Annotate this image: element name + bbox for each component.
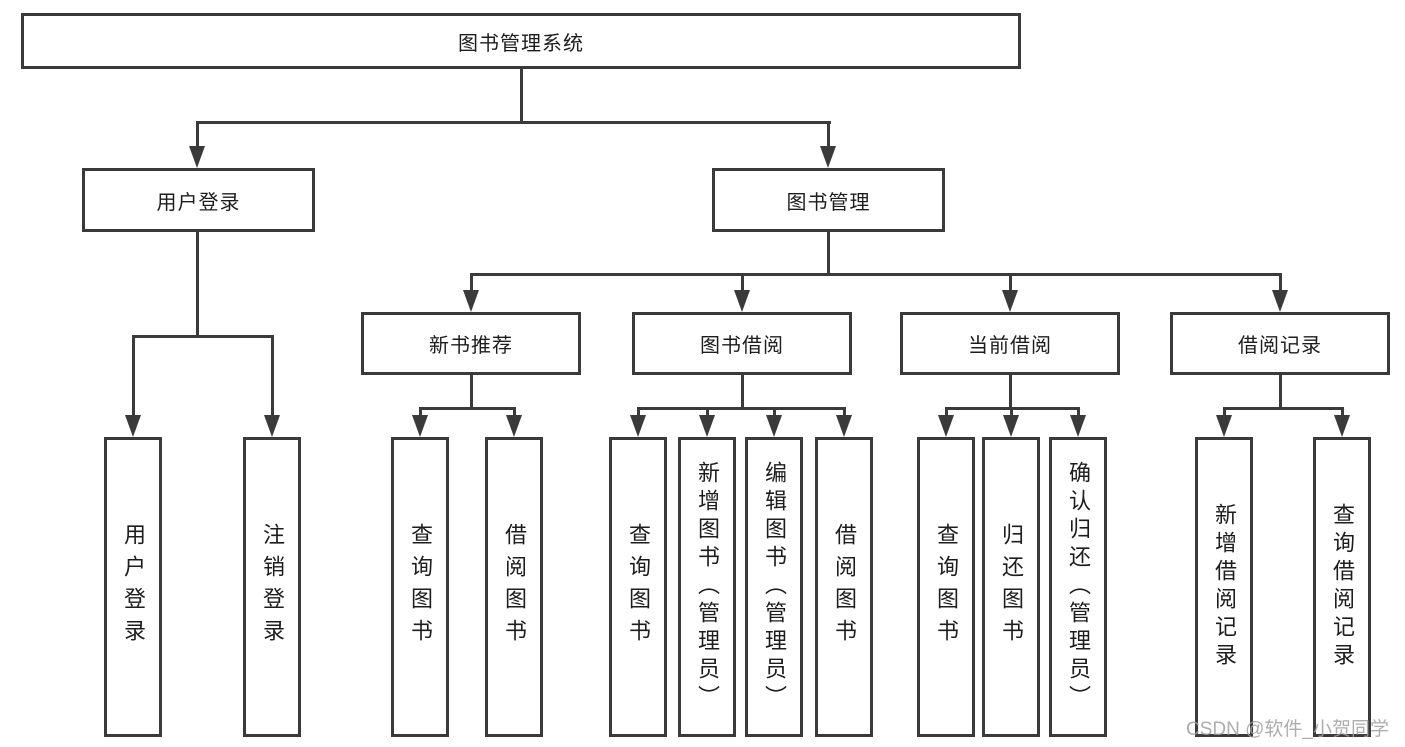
leaf-logout: 注销登录 <box>243 437 301 737</box>
arrow-down-icon <box>1216 415 1232 437</box>
arrow-down-icon <box>699 415 715 437</box>
edge-line <box>1076 407 1080 418</box>
edge-line <box>270 335 274 417</box>
arrow-down-icon <box>189 146 205 168</box>
edge-line <box>636 407 640 418</box>
node-new-book-recommend: 新书推荐 <box>361 312 581 375</box>
arrow-down-icon <box>938 415 954 437</box>
arrow-down-icon <box>1070 415 1086 437</box>
edge-line <box>636 407 846 410</box>
edge-line <box>1278 375 1282 407</box>
leaf-label: 查询借阅记录 <box>1330 503 1355 671</box>
edge-line <box>195 121 831 124</box>
leaf-return-books: 归还图书 <box>982 437 1040 737</box>
leaf-label: 归还图书 <box>999 523 1024 651</box>
leaf-query-books-recommend: 查询图书 <box>391 437 449 737</box>
leaf-edit-books-admin: 编辑图书（管理员） <box>745 437 803 737</box>
edge-line <box>512 407 516 418</box>
edge-line <box>131 335 135 417</box>
edge-line <box>740 375 744 407</box>
edge-line <box>418 407 422 418</box>
edge-line <box>944 407 948 418</box>
arrow-down-icon <box>836 415 852 437</box>
edge-line <box>469 273 473 292</box>
edge-line <box>740 273 744 292</box>
edge-line <box>705 407 709 418</box>
arrow-down-icon <box>506 415 522 437</box>
edge-line <box>772 407 776 418</box>
arrow-down-icon <box>630 415 646 437</box>
leaf-label: 编辑图书（管理员） <box>762 461 787 713</box>
edge-line <box>469 375 473 407</box>
leaf-label: 查询图书 <box>626 523 651 651</box>
leaf-label: 借阅图书 <box>832 523 857 651</box>
arrow-down-icon <box>766 415 782 437</box>
edge-line <box>1222 407 1226 418</box>
arrow-down-icon <box>412 415 428 437</box>
arrow-down-icon <box>463 290 479 312</box>
edge-line <box>195 232 199 335</box>
edge-line <box>826 121 830 149</box>
csdn-watermark: CSDN @软件_小贺同学 <box>1186 719 1389 740</box>
node-current-borrow: 当前借阅 <box>900 312 1120 375</box>
arrow-down-icon <box>125 415 141 437</box>
edge-line <box>826 232 830 273</box>
edge-line <box>1222 407 1344 410</box>
node-user-login: 用户登录 <box>82 168 315 232</box>
leaf-label: 注销登录 <box>260 523 285 651</box>
leaf-borrow-books-borrow: 借阅图书 <box>815 437 873 737</box>
leaf-confirm-return-admin: 确认归还（管理员） <box>1049 437 1107 737</box>
arrow-down-icon <box>1334 415 1350 437</box>
leaf-label: 新增借阅记录 <box>1212 503 1237 671</box>
arrow-down-icon <box>1003 415 1019 437</box>
leaf-add-books-admin: 新增图书（管理员） <box>678 437 736 737</box>
edge-line <box>195 121 199 149</box>
leaf-user-login: 用户登录 <box>104 437 162 737</box>
arrow-down-icon <box>734 290 750 312</box>
edge-line <box>469 273 1282 276</box>
arrow-down-icon <box>820 146 836 168</box>
leaf-borrow-books-recommend: 借阅图书 <box>485 437 543 737</box>
leaf-label: 查询图书 <box>408 523 433 651</box>
edge-line <box>1340 407 1344 418</box>
arrow-down-icon <box>1002 290 1018 312</box>
edge-line <box>519 69 523 122</box>
leaf-label: 新增图书（管理员） <box>695 461 720 713</box>
edge-line <box>1008 273 1012 292</box>
edge-line <box>1008 375 1012 407</box>
leaf-query-books-borrow: 查询图书 <box>609 437 667 737</box>
arrow-down-icon <box>264 415 280 437</box>
leaf-query-borrow-record: 查询借阅记录 <box>1313 437 1371 737</box>
node-borrow-records: 借阅记录 <box>1170 312 1390 375</box>
node-root-system: 图书管理系统 <box>21 13 1021 69</box>
edge-line <box>842 407 846 418</box>
leaf-add-borrow-record: 新增借阅记录 <box>1195 437 1253 737</box>
leaf-query-books-current: 查询图书 <box>917 437 975 737</box>
leaf-label: 用户登录 <box>121 523 146 651</box>
edge-line <box>1278 273 1282 292</box>
edge-line <box>1009 407 1013 418</box>
leaf-label: 查询图书 <box>934 523 959 651</box>
leaf-label: 借阅图书 <box>502 523 527 651</box>
arrow-down-icon <box>1272 290 1288 312</box>
node-book-borrow: 图书借阅 <box>632 312 852 375</box>
edge-line <box>418 407 516 410</box>
leaf-label: 确认归还（管理员） <box>1066 461 1091 713</box>
node-book-management: 图书管理 <box>712 168 945 232</box>
edge-line <box>131 335 274 338</box>
